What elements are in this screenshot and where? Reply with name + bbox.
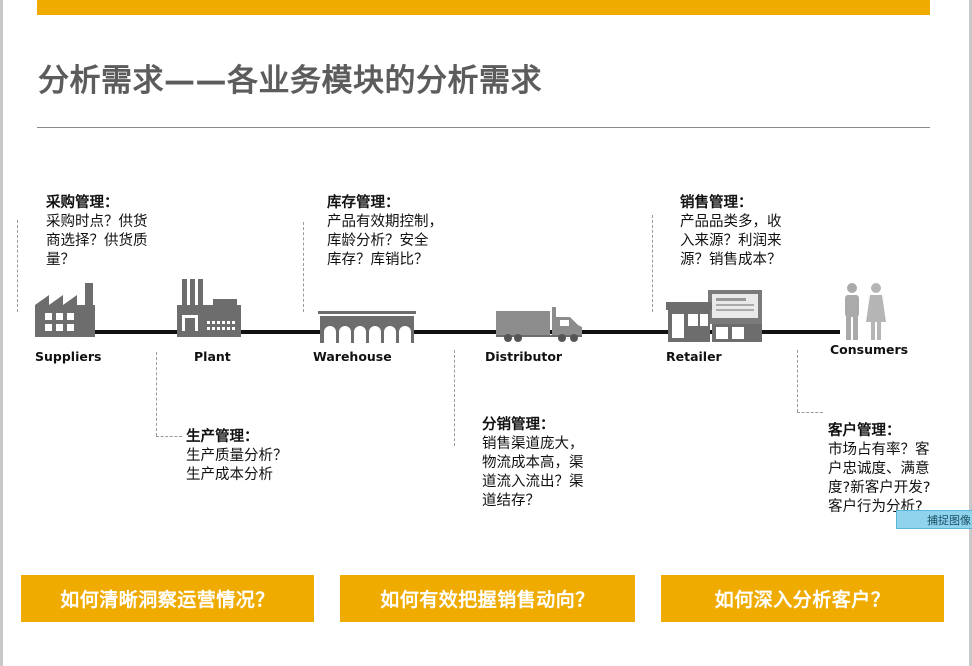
node-label-consumers: Consumers <box>830 342 909 357</box>
note-customer-body: 市场占有率？客 户忠诚度、满意 度?新客户开发? 客户行为分析? <box>828 442 931 515</box>
note-inventory-body: 产品有效期控制， 库龄分析？安全 库存？库销比？ <box>327 214 443 268</box>
note-distribution-title: 分销管理： <box>482 417 555 433</box>
note-sales-body: 产品品类多，收 入来源？利润来 源？销售成本？ <box>680 214 782 268</box>
note-sales-title: 销售管理： <box>680 195 753 211</box>
note-customer: 客户管理： 市场占有率？客 户忠诚度、满意 度?新客户开发? 客户行为分析? <box>828 422 930 517</box>
node-label-plant: Plant <box>194 349 231 364</box>
note-sales: 销售管理： 产品品类多，收 入来源？利润来 源？销售成本？ <box>680 194 782 270</box>
note-production-body: 生产质量分析？ 生产成本分析 <box>186 448 288 483</box>
note-purchase-title: 采购管理： <box>46 195 119 211</box>
note-inventory: 库存管理： 产品有效期控制， 库龄分析？安全 库存？库销比？ <box>327 194 443 270</box>
connector-customer-tick <box>797 412 823 413</box>
node-label-suppliers: Suppliers <box>35 349 102 364</box>
question-sales-trend: 如何有效把握销售动向？ <box>340 575 635 622</box>
connector-distribution <box>454 350 455 446</box>
note-production-title: 生产管理： <box>186 429 259 445</box>
consumers-icon <box>845 283 886 340</box>
question-operations: 如何清晰洞察运营情况？ <box>21 575 314 622</box>
accent-top-bar <box>37 0 930 15</box>
note-production: 生产管理： 生产质量分析？ 生产成本分析 <box>186 428 288 485</box>
factory-icon <box>35 283 95 337</box>
node-label-warehouse: Warehouse <box>313 349 392 364</box>
supply-chain-line <box>36 330 840 334</box>
note-purchase: 采购管理： 采购时点？供货 商选择？供货质 量？ <box>46 194 148 270</box>
note-purchase-body: 采购时点？供货 商选择？供货质 量？ <box>46 214 148 268</box>
note-distribution-body: 销售渠道庞大， 物流成本高，渠 道流入流出？渠 道结存？ <box>482 436 584 509</box>
store-icon <box>666 290 762 342</box>
warehouse-icon <box>318 311 416 343</box>
plant-icon <box>177 279 241 337</box>
connector-inventory <box>303 222 304 312</box>
window-border-right <box>969 0 972 666</box>
connector-customer <box>797 350 798 412</box>
window-border-left <box>0 0 3 666</box>
note-customer-title: 客户管理： <box>828 423 901 439</box>
capture-image-tooltip[interactable]: 捕捉图像 <box>896 510 972 529</box>
connector-production <box>156 352 157 436</box>
note-inventory-title: 库存管理： <box>327 195 400 211</box>
node-label-distributor: Distributor <box>485 349 563 364</box>
connector-sales <box>652 215 653 312</box>
question-customer-analysis: 如何深入分析客户？ <box>661 575 944 622</box>
truck-icon <box>496 307 582 342</box>
page-title: 分析需求——各业务模块的分析需求 <box>38 63 542 99</box>
note-distribution: 分销管理： 销售渠道庞大， 物流成本高，渠 道流入流出？渠 道结存？ <box>482 416 584 511</box>
connector-production-tick <box>156 436 182 437</box>
title-divider <box>37 127 930 128</box>
node-label-retailer: Retailer <box>666 349 722 364</box>
connector-purchase <box>17 220 18 312</box>
